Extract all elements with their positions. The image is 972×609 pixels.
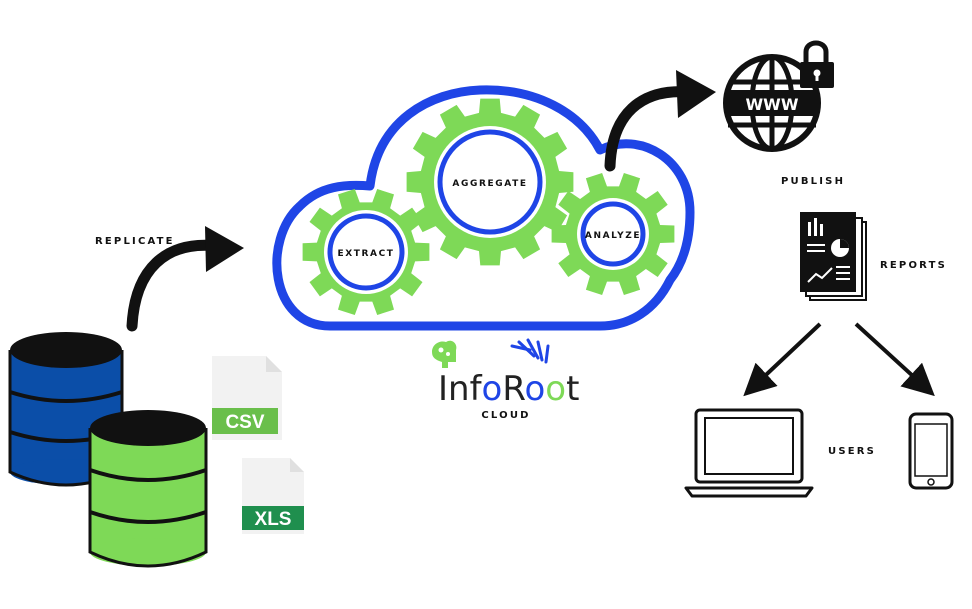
globe-icon: WWW	[723, 54, 821, 152]
extract-label: EXTRACT	[337, 249, 394, 259]
analyze-gear	[551, 173, 675, 295]
arrow-to-phone	[854, 322, 935, 397]
xls-file-icon: XLS	[242, 458, 304, 534]
replicate-arrow	[126, 226, 244, 332]
reports-label: REPORTS	[880, 260, 947, 271]
publish-label: PUBLISH	[781, 176, 845, 187]
lock-icon	[800, 40, 834, 88]
reports-icon	[800, 212, 867, 301]
aggregate-gear	[406, 98, 574, 266]
gear-aggregate-ring	[437, 129, 543, 235]
brand-subtitle: CLOUD	[481, 410, 530, 421]
xls-label: XLS	[255, 509, 292, 530]
signal-rays-icon	[510, 338, 550, 364]
www-text: WWW	[746, 95, 799, 114]
phone-icon	[908, 412, 954, 490]
database-green-icon	[88, 410, 208, 568]
brand-name: InfoRoot	[438, 369, 579, 409]
aggregate-label: AGGREGATE	[452, 179, 527, 189]
laptop-icon	[684, 408, 814, 498]
analyze-label: ANALYZE	[585, 231, 641, 241]
brain-gear-logo	[432, 340, 457, 368]
users-label: USERS	[828, 446, 876, 457]
replicate-label: REPLICATE	[95, 236, 175, 247]
arrow-to-laptop	[743, 322, 822, 397]
gear-analyze-ring	[580, 201, 646, 267]
csv-label: CSV	[225, 412, 264, 433]
csv-file-icon: CSV	[212, 356, 282, 440]
publish-arrow	[604, 70, 716, 172]
extract-gear	[302, 189, 430, 315]
gear-extract-ring	[327, 213, 405, 291]
